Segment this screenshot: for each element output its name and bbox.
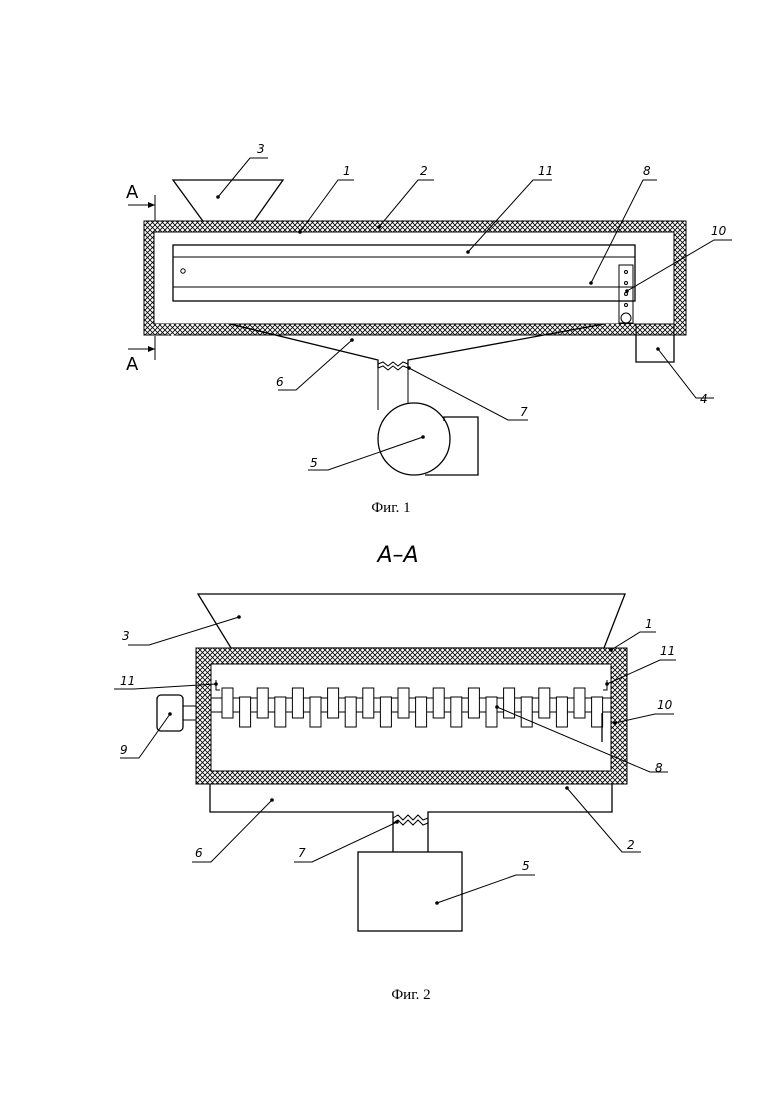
rotor-paddle: [328, 688, 339, 718]
callout-3: 3: [257, 142, 265, 156]
blade-roller: [621, 313, 631, 323]
callout-11-left: 11: [120, 674, 135, 688]
callout-6: 6: [195, 846, 203, 860]
rotor-paddle: [310, 697, 321, 727]
rotor-paddle: [486, 697, 497, 727]
rotor-paddle: [345, 697, 356, 727]
figure-1: А А: [126, 142, 732, 516]
blade-hole: [625, 282, 628, 285]
callout-1: 1: [645, 617, 653, 631]
leader-6: [192, 800, 272, 862]
rotor-paddle: [468, 688, 479, 718]
callout-9: 9: [120, 743, 128, 757]
callout-5: 5: [310, 456, 318, 470]
figure-2-caption: Фиг. 2: [391, 987, 430, 1003]
hopper: [198, 594, 625, 648]
callout-8: 8: [643, 164, 651, 178]
fan-housing: [378, 403, 450, 475]
flex-connector-bottom: [378, 366, 408, 370]
callout-1: 1: [343, 164, 351, 178]
rotor-paddle: [398, 688, 409, 718]
shaft-end-mark: [181, 269, 185, 273]
section-title: А–А: [375, 543, 418, 568]
leader-4: [658, 349, 714, 398]
rotor-paddle: [257, 688, 268, 718]
leader-3: [128, 617, 239, 645]
callout-2: 2: [627, 838, 635, 852]
leader-5: [308, 437, 423, 470]
figure-2: 3 1 11 11 10 9 8 2 6 7 5 Фиг. 2: [114, 594, 676, 1003]
callout-5: 5: [522, 859, 530, 873]
blade-hole: [625, 271, 628, 274]
outlet-pipe: [636, 335, 674, 362]
rotor-paddle: [240, 697, 251, 727]
callout-8: 8: [655, 761, 663, 775]
rotor-paddle: [539, 688, 550, 718]
rotor-paddle: [292, 688, 303, 718]
leader-7: [409, 368, 528, 420]
callout-11: 11: [538, 164, 553, 178]
leader-6: [278, 340, 352, 390]
housing-wall: [144, 221, 686, 335]
rotor-paddle: [275, 697, 286, 727]
callout-11-right: 11: [660, 644, 675, 658]
callout-7: 7: [520, 405, 528, 419]
section-arrowhead-top: [148, 202, 155, 208]
fig1-leaders: [216, 158, 732, 470]
rotor-paddle: [574, 688, 585, 718]
rotor-paddle: [521, 697, 532, 727]
fan-motor-box: [425, 417, 478, 475]
callout-10: 10: [657, 698, 673, 712]
callout-6: 6: [276, 375, 284, 389]
section-mark-top: А: [126, 182, 139, 203]
figure-1-caption: Фиг. 1: [371, 500, 410, 516]
leader-3: [218, 158, 268, 197]
blade-hole: [625, 293, 628, 296]
leader-11: [468, 180, 552, 252]
callout-10: 10: [711, 224, 727, 238]
rotor-paddle: [556, 697, 567, 727]
leader-2: [379, 180, 434, 227]
rotor-paddle: [433, 688, 444, 718]
section-arrowhead-bottom: [148, 346, 155, 352]
rotor-paddle: [380, 697, 391, 727]
callout-4: 4: [700, 392, 708, 406]
rotor-blades: [222, 688, 603, 727]
leader-1: [611, 632, 656, 650]
rotor-paddle: [222, 688, 233, 718]
rotor-shaft: [211, 698, 611, 712]
fan-unit: [358, 852, 462, 931]
section-mark-bottom: А: [126, 354, 139, 375]
hopper: [173, 180, 283, 224]
callout-2: 2: [420, 164, 428, 178]
callout-3: 3: [122, 629, 130, 643]
rotor-paddle: [592, 697, 603, 727]
blade-hole: [625, 304, 628, 307]
rotor-paddle: [451, 697, 462, 727]
rotor-paddle: [363, 688, 374, 718]
rotor-paddle: [416, 697, 427, 727]
callout-7: 7: [298, 846, 306, 860]
leader-7: [294, 822, 397, 862]
flex-connector-top: [393, 815, 428, 820]
leader-5: [437, 875, 535, 903]
drying-chamber-body: [173, 245, 635, 301]
